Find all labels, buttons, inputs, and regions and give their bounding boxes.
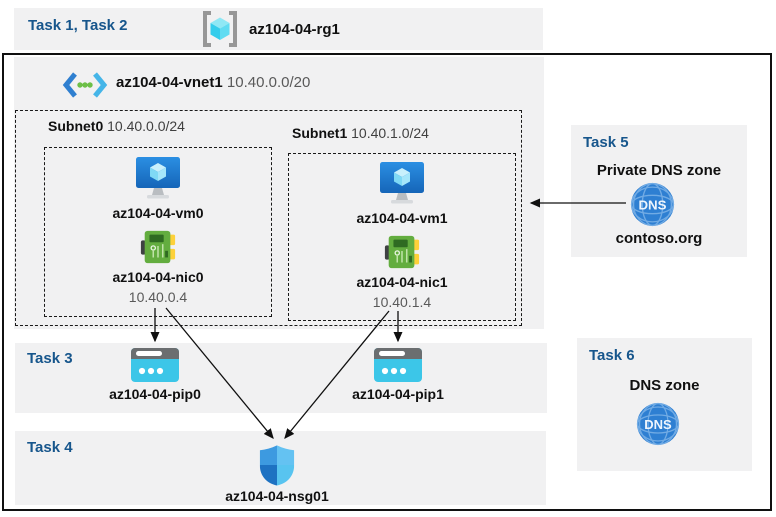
pip1-name: az104-04-pip1 bbox=[352, 386, 444, 402]
vnet-header: az104-04-vnet1 10.40.0.0/20 bbox=[116, 75, 310, 90]
nic0-name: az104-04-nic0 bbox=[112, 269, 204, 285]
subnet1-label: Subnet1 10.40.1.0/24 bbox=[292, 126, 429, 140]
pip0-name: az104-04-pip0 bbox=[109, 386, 201, 402]
nsg-shield-icon bbox=[257, 444, 297, 486]
private-dns-zone-title: Private DNS zone bbox=[596, 162, 722, 179]
subnet1-cidr: 10.40.1.0/24 bbox=[351, 125, 429, 141]
vnet-panel bbox=[14, 57, 544, 329]
vnet-name: az104-04-vnet1 bbox=[116, 74, 223, 91]
pip0-icon bbox=[131, 348, 179, 382]
subnet0-name: Subnet0 bbox=[48, 118, 104, 134]
task5-label: Task 5 bbox=[583, 134, 629, 151]
nsg-name: az104-04-nsg01 bbox=[225, 488, 329, 504]
task3-label: Task 3 bbox=[27, 350, 73, 367]
resource-group-name: az104-04-rg1 bbox=[249, 21, 340, 38]
pip1-icon bbox=[374, 348, 422, 382]
nic1-ip: 10.40.1.4 bbox=[372, 294, 432, 310]
private-dns-icon: DNS bbox=[630, 182, 675, 227]
subnet1-box bbox=[288, 153, 516, 321]
subnet0-box bbox=[44, 147, 272, 317]
subnet0-label: Subnet0 10.40.0.0/24 bbox=[48, 119, 185, 133]
vm1-icon bbox=[378, 160, 426, 206]
resource-group-band bbox=[14, 8, 543, 50]
nic0-icon bbox=[139, 228, 177, 266]
task4-label: Task 4 bbox=[27, 439, 73, 456]
nic1-name: az104-04-nic1 bbox=[356, 274, 448, 290]
vm1-name: az104-04-vm1 bbox=[356, 210, 448, 226]
vm0-name: az104-04-vm0 bbox=[112, 205, 204, 221]
dns-zone-icon: DNS bbox=[636, 402, 680, 446]
nic0-ip: 10.40.0.4 bbox=[128, 289, 188, 305]
private-dns-icon-text: DNS bbox=[638, 198, 666, 213]
subnet1-name: Subnet1 bbox=[292, 125, 348, 141]
task-1-2-label: Task 1, Task 2 bbox=[28, 17, 128, 34]
task3-band bbox=[15, 343, 547, 413]
vm0-icon bbox=[134, 155, 182, 201]
subnet0-cidr: 10.40.0.0/24 bbox=[107, 118, 185, 134]
task6-label: Task 6 bbox=[589, 347, 635, 364]
resource-group-icon bbox=[200, 10, 240, 48]
dns-zone-title: DNS zone bbox=[629, 377, 700, 394]
virtual-network-icon bbox=[62, 69, 108, 101]
vnet-cidr: 10.40.0.0/20 bbox=[226, 74, 311, 91]
private-dns-zone-name: contoso.org bbox=[615, 230, 703, 247]
nic1-icon bbox=[383, 233, 421, 271]
dns-zone-icon-text: DNS bbox=[644, 417, 672, 432]
